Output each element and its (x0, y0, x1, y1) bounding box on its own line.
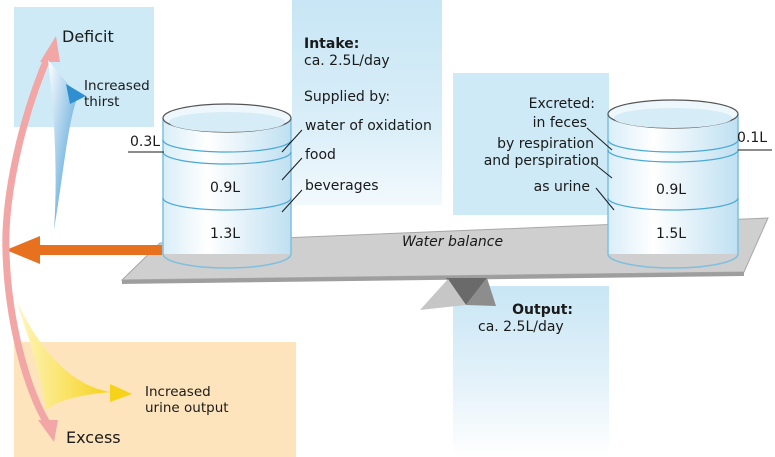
urine-pointer (595, 187, 615, 211)
output-panel (453, 286, 609, 457)
urine-label-line2: urine output (145, 400, 229, 416)
intake-value-food: 0.9L (210, 180, 241, 196)
source-food: food (305, 147, 336, 163)
output-title: Output: (512, 302, 573, 318)
food-pointer (281, 157, 303, 181)
intake-amount: ca. 2.5L/day (304, 53, 390, 69)
feces-pointer (586, 127, 613, 151)
balance-label: Water balance (402, 234, 504, 250)
thirst-arrow-icon (48, 60, 86, 230)
intake-value-beverages: 1.3L (210, 226, 241, 242)
excreted-panel (453, 73, 609, 215)
route-perspiration: and perspiration (483, 153, 599, 169)
route-respiration: by respiration (497, 136, 594, 152)
output-value-urine: 1.5L (656, 226, 687, 242)
output-value-respiration: 0.9L (656, 182, 687, 198)
thirst-label-line1: Increased (84, 78, 150, 94)
pink-double-arrow-icon (2, 36, 60, 442)
urine-arrow-icon (16, 300, 132, 410)
orange-arrow-icon (6, 236, 162, 264)
output-amount: ca. 2.5L/day (478, 319, 564, 335)
deficit-title: Deficit (62, 27, 114, 46)
source-oxidation: water of oxidation (305, 118, 432, 134)
balance-board (120, 217, 769, 284)
thirst-label-line2: thirst (84, 94, 120, 110)
intake-cylinder (162, 103, 292, 269)
route-urine: as urine (533, 179, 590, 195)
intake-value-oxidation: 0.3L (130, 134, 161, 150)
supplied-by-label: Supplied by: (304, 89, 391, 105)
deficit-panel (14, 7, 154, 127)
excess-title: Excess (66, 428, 121, 447)
output-cylinder (607, 99, 739, 269)
oxidation-pointer (281, 129, 303, 153)
intake-title: Intake: (304, 36, 360, 52)
fulcrum (420, 278, 496, 310)
urine-label-line1: Increased (145, 384, 211, 400)
respiration-pointer (591, 161, 613, 179)
route-feces: in feces (532, 115, 587, 131)
intake-panel (292, 0, 442, 205)
excreted-label: Excreted: (528, 96, 595, 112)
output-value-feces: 0.1L (737, 130, 768, 146)
source-beverages: beverages (305, 178, 379, 194)
beverages-pointer (281, 189, 303, 213)
